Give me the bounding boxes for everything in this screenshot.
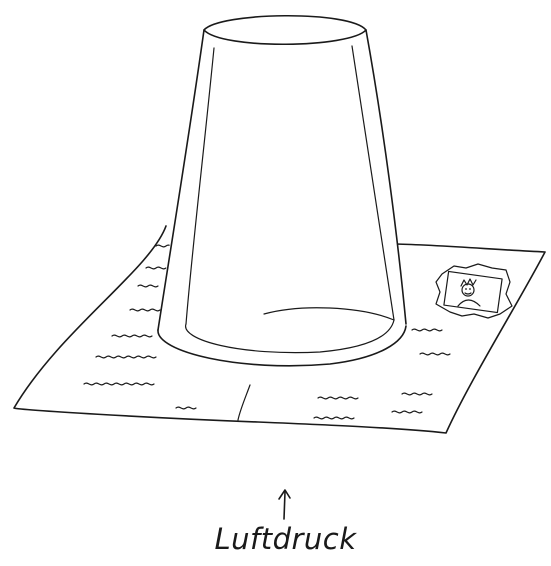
stamp xyxy=(436,264,512,318)
arrow-up-icon xyxy=(279,490,290,519)
inverted-glass xyxy=(158,16,406,366)
air-pressure-label: Luftdruck xyxy=(10,522,551,556)
